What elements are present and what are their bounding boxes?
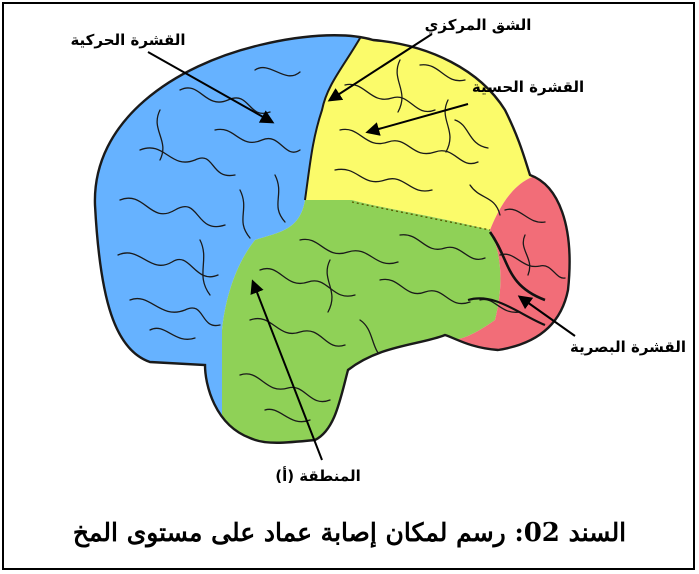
- label-motor-cortex: القشرة الحركية: [70, 31, 185, 49]
- label-central-sulcus: الشق المركزي: [425, 16, 532, 35]
- caption-number: 02: [524, 518, 560, 548]
- label-region-a: المنطقة (أ): [275, 466, 361, 485]
- label-visual-cortex: القشرة البصرية: [570, 338, 686, 356]
- temporal-region: [222, 200, 500, 470]
- figure-caption: السند 02: رسم لمكان إصابة عماد على مستوى…: [4, 518, 695, 548]
- caption-lead: السند: [569, 518, 627, 547]
- caption-text: : رسم لمكان إصابة عماد على مستوى المخ: [73, 518, 524, 547]
- label-sensory-cortex: القشرة الحسية: [472, 78, 584, 96]
